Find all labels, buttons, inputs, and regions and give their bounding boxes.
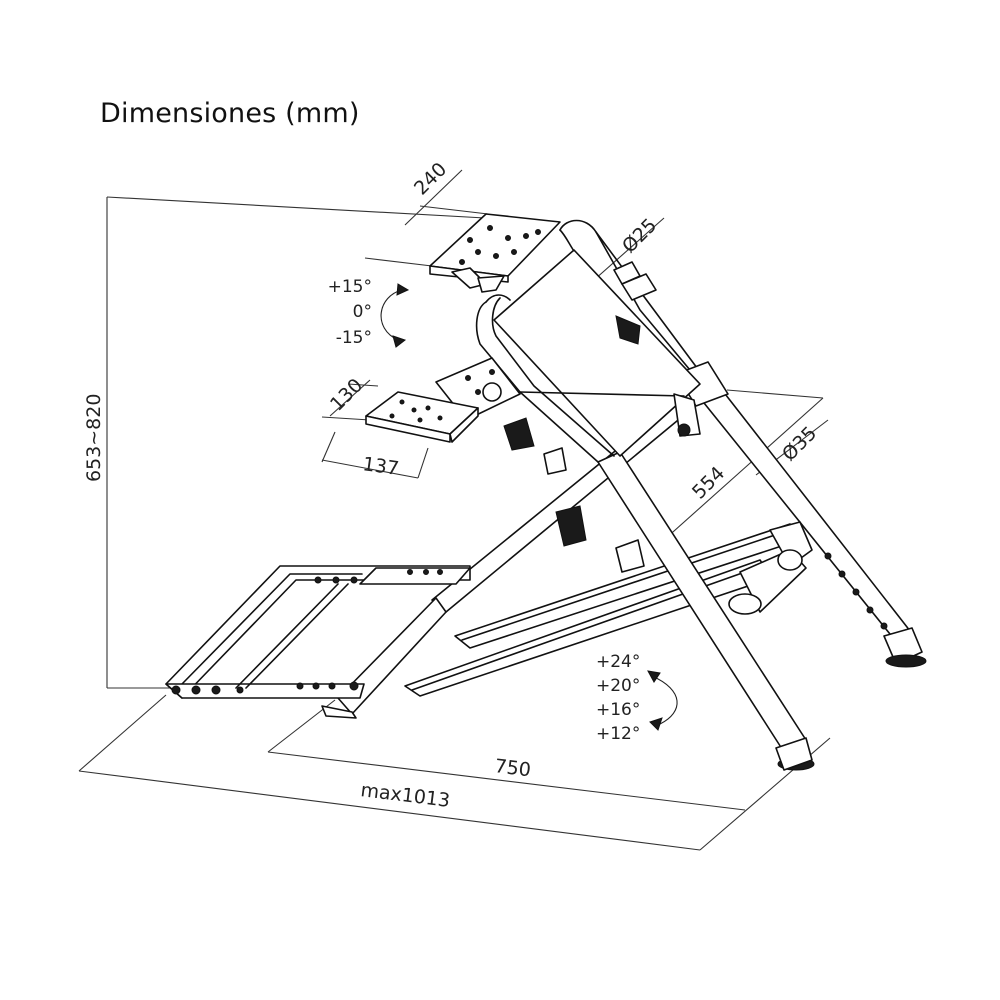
rear-leg [699,389,927,668]
tilt-angle-0: 0° [353,302,372,322]
pedal-rotation-arrow-icon [651,675,678,725]
tilt-angle-minus15: -15° [336,328,372,348]
tilt-rotation-arrow-icon [380,289,403,341]
page-title: Dimensiones (mm) [100,98,360,129]
center-panel [493,249,701,457]
base-rails [404,521,813,697]
pedal-angle-16: +16° [596,700,640,720]
pedal-angle-12: +12° [596,724,640,744]
pedal-tray [165,565,471,699]
label-750: 750 [493,755,532,781]
upper-tube-frame [475,219,729,463]
pedal-angle-group: +24° +20° +16° +12° [596,652,678,744]
label-240: 240 [410,158,451,199]
pedal-angle-24: +24° [596,652,640,672]
shifter-mount [365,357,521,443]
label-554: 554 [688,462,729,503]
label-diameter-25: Ø25 [618,214,661,257]
tilt-angle-group: +15° 0° -15° [328,277,410,348]
label-max1013: max1013 [359,779,451,812]
clamp-handles [503,315,701,573]
stand-structure [165,213,927,771]
label-diameter-35: Ø35 [778,422,821,465]
label-137: 137 [361,453,400,480]
tilt-angle-plus15: +15° [328,277,372,297]
wheel-plate [429,213,561,293]
label-height-range: 653~820 [83,394,105,482]
pedal-angle-20: +20° [596,676,640,696]
dimension-lines [78,169,831,851]
label-130: 130 [326,374,367,415]
